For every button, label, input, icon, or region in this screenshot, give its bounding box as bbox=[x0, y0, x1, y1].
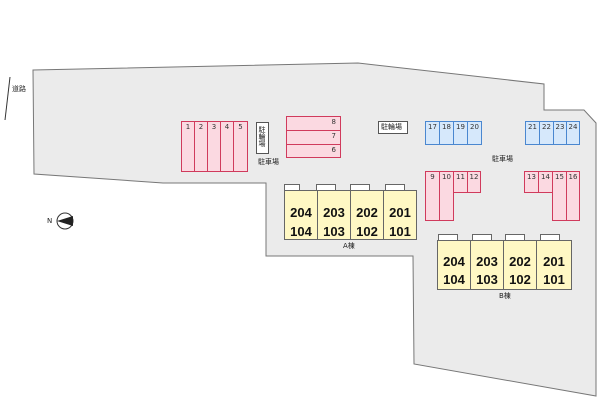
parking-space: 17 bbox=[425, 121, 440, 145]
parking-space: 3 bbox=[207, 121, 221, 172]
road-line bbox=[4, 76, 11, 121]
room-number: 202 bbox=[356, 205, 378, 220]
balcony bbox=[316, 184, 336, 191]
unit bbox=[470, 240, 504, 290]
balcony bbox=[350, 184, 370, 191]
balcony bbox=[385, 184, 405, 191]
building-a-label: A棟 bbox=[343, 242, 355, 250]
parking-space: 11 bbox=[453, 171, 468, 193]
balcony bbox=[438, 234, 458, 241]
bicycle-parking-top-label: 駐輪場 bbox=[381, 123, 402, 131]
parking-space: 20 bbox=[467, 121, 482, 145]
parking-space: 24 bbox=[566, 121, 580, 145]
parking-space: 5 bbox=[233, 121, 248, 172]
north-label: N bbox=[47, 217, 53, 225]
room-number: 101 bbox=[543, 272, 565, 287]
parking-space: 2 bbox=[194, 121, 208, 172]
building-b-label: B棟 bbox=[499, 292, 511, 300]
parking-space: 23 bbox=[553, 121, 567, 145]
unit bbox=[536, 240, 572, 290]
parking-label-left: 駐車場 bbox=[258, 158, 279, 166]
parking-space: 16 bbox=[566, 171, 580, 221]
parking-space: 19 bbox=[453, 121, 468, 145]
room-number: 204 bbox=[443, 254, 465, 269]
road-label: 道路 bbox=[12, 85, 26, 93]
room-number: 103 bbox=[476, 272, 498, 287]
room-number: 102 bbox=[509, 272, 531, 287]
parking-space: 4 bbox=[220, 121, 234, 172]
parking-space: 6 bbox=[286, 144, 341, 158]
parking-space: 14 bbox=[538, 171, 553, 193]
parking-space: 7 bbox=[286, 130, 341, 145]
parking-space: 21 bbox=[525, 121, 540, 145]
parking-space: 9 bbox=[425, 171, 440, 221]
room-number: 204 bbox=[290, 205, 312, 220]
room-number: 103 bbox=[323, 224, 345, 239]
parking-space: 8 bbox=[286, 116, 341, 131]
room-number: 202 bbox=[509, 254, 531, 269]
room-number: 201 bbox=[389, 205, 411, 220]
parking-space: 18 bbox=[439, 121, 454, 145]
parking-space: 12 bbox=[467, 171, 481, 193]
parking-space: 15 bbox=[552, 171, 567, 221]
parking-label-right: 駐車場 bbox=[492, 155, 513, 163]
unit bbox=[350, 190, 384, 240]
parking-space: 13 bbox=[524, 171, 539, 193]
balcony bbox=[540, 234, 560, 241]
balcony bbox=[284, 184, 300, 191]
room-number: 101 bbox=[389, 224, 411, 239]
bicycle-parking-top: 駐輪場 bbox=[378, 121, 408, 134]
north-arrow-icon bbox=[56, 212, 74, 230]
parking-space: 10 bbox=[439, 171, 454, 221]
bicycle-parking-left-label: 駐輪場 bbox=[258, 126, 266, 147]
balcony bbox=[505, 234, 525, 241]
room-number: 203 bbox=[476, 254, 498, 269]
room-number: 203 bbox=[323, 205, 345, 220]
parking-space: 22 bbox=[539, 121, 554, 145]
balcony bbox=[472, 234, 492, 241]
bicycle-parking-left: 駐輪場 bbox=[256, 122, 269, 154]
room-number: 102 bbox=[356, 224, 378, 239]
parking-space: 1 bbox=[181, 121, 195, 172]
room-number: 104 bbox=[290, 224, 312, 239]
room-number: 104 bbox=[443, 272, 465, 287]
unit bbox=[383, 190, 417, 240]
room-number: 201 bbox=[543, 254, 565, 269]
